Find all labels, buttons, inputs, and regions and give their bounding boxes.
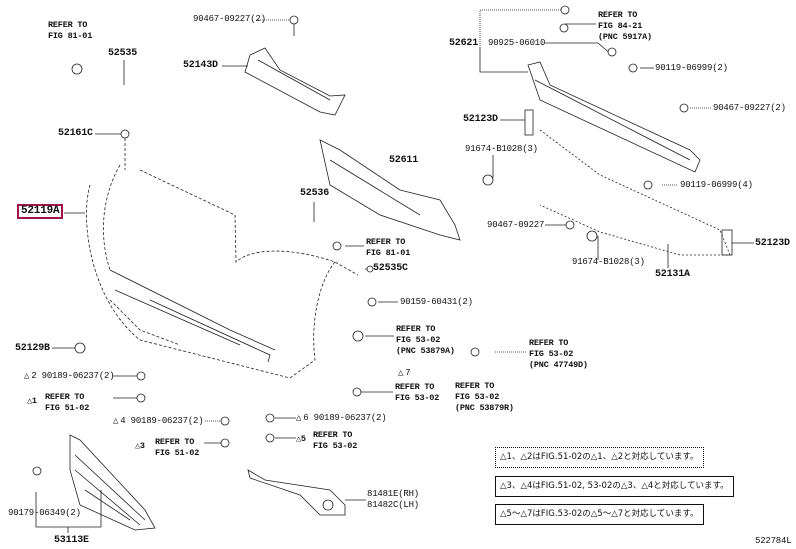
ref-line: FIG 51-02 — [45, 403, 90, 413]
triangle-icon: △ — [24, 371, 30, 381]
part-90159-60431[interactable]: 90159-60431(2) — [400, 297, 473, 307]
part-90925-06010[interactable]: 90925-06010 — [488, 38, 546, 48]
part-52621[interactable]: 52621 — [449, 38, 479, 49]
part-number: 90189-06237(2) — [41, 371, 115, 381]
ref-line: FIG 84-21 — [598, 21, 643, 31]
ref-line: FIG 51-02 — [155, 448, 200, 458]
triangle-number: 4 — [120, 416, 126, 426]
triangle-icon: △ — [296, 413, 302, 423]
ref-line: (PNC 5917A) — [598, 32, 652, 42]
ref-line: FIG 53-02 — [455, 392, 500, 402]
ref-line: FIG 53-02 — [313, 441, 358, 451]
triangle-7-icon: △7 — [398, 368, 411, 378]
triangle-number: 7 — [405, 368, 411, 378]
fasteners — [32, 5, 689, 476]
part-52536[interactable]: 52536 — [300, 188, 330, 199]
part-81481E-81482C[interactable]: 81481E(RH)81482C(LH) — [367, 489, 419, 511]
part-90189-06237-t4[interactable]: △4 90189-06237(2) — [113, 416, 204, 427]
part-52129B[interactable]: 52129B — [15, 343, 50, 354]
triangle-icon: △3 — [135, 441, 145, 451]
part-91674-B1028[interactable]: 91674-B1028(3) — [465, 144, 538, 154]
triangle-number: 6 — [303, 413, 309, 423]
ref-line: REFER TO — [396, 324, 436, 334]
part-90467-09227[interactable]: 90467-09227(2) — [713, 103, 786, 113]
ref-line: REFER TO — [155, 437, 195, 447]
support-52131A — [539, 129, 731, 256]
reinforcement-52621 — [527, 61, 701, 173]
leader-lines — [35, 9, 754, 533]
part-90467-09227[interactable]: 90467-09227 — [487, 220, 545, 230]
note-box: △3、△4はFIG.51-02, 53-02の△3、△4と対応しています。 — [495, 476, 734, 497]
part-52611[interactable]: 52611 — [389, 155, 419, 166]
diagram-id: 522784L — [755, 536, 792, 546]
ref-line: REFER TO — [45, 392, 85, 402]
part-52131A[interactable]: 52131A — [655, 269, 690, 280]
part-91674-B1028[interactable]: 91674-B1028(3) — [572, 257, 645, 267]
ref-line: (PNC 47749D) — [529, 360, 588, 370]
absorber-52611 — [319, 139, 461, 241]
ref-line: REFER TO — [48, 20, 88, 30]
part-52123D[interactable]: 52123D — [463, 114, 498, 125]
ref-line: (PNC 53879A) — [396, 346, 455, 356]
ref-line: REFER TO — [598, 10, 638, 20]
part-52119A-highlighted[interactable]: 52119A — [17, 204, 64, 219]
triangle-icon: △1 — [27, 396, 37, 406]
part-number: 90189-06237(2) — [313, 413, 387, 423]
garnish-81481E — [247, 469, 346, 516]
ref-line: (PNC 53879R) — [455, 403, 514, 413]
part-90467-09227[interactable]: 90467-09227(2) — [193, 14, 266, 24]
triangle-icon: △5 — [296, 434, 306, 444]
ref-line: REFER TO — [366, 237, 406, 247]
ref-line: FIG 81-01 — [48, 31, 93, 41]
ref-line: REFER TO — [313, 430, 353, 440]
note-box: △5～△7はFIG.53-02の△5～△7と対応しています。 — [495, 504, 704, 525]
reinforcement-52143D — [244, 47, 346, 116]
bumper-grille-lines — [109, 269, 276, 363]
part-52535C[interactable]: 52535C — [373, 263, 408, 274]
ref-line: FIG 81-01 — [366, 248, 411, 258]
part-52123D[interactable]: 52123D — [755, 238, 790, 249]
part-90189-06237-t6[interactable]: △6 90189-06237(2) — [296, 413, 387, 424]
bracket-52123D — [524, 109, 733, 256]
part-52143D[interactable]: 52143D — [183, 60, 218, 71]
part-90179-06349[interactable]: 90179-06349(2) — [8, 508, 81, 518]
ref-line: REFER TO — [395, 382, 435, 392]
grille-53113E — [69, 434, 156, 531]
ref-line: REFER TO — [529, 338, 569, 348]
triangle-number: 2 — [31, 371, 37, 381]
part-number: 81481E(RH) — [367, 489, 420, 499]
part-53113E[interactable]: 53113E — [54, 535, 89, 546]
ref-line: FIG 53-02 — [529, 349, 574, 359]
bumper-cover-outline — [86, 164, 359, 379]
part-number: 90189-06237(2) — [130, 416, 204, 426]
ref-line: REFER TO — [455, 381, 495, 391]
ref-line: FIG 53-02 — [395, 393, 440, 403]
ref-line: FIG 53-02 — [396, 335, 441, 345]
part-90119-06999-2[interactable]: 90119-06999(2) — [655, 63, 728, 73]
part-90189-06237-t2[interactable]: △2 90189-06237(2) — [24, 371, 115, 382]
note-box: △1、△2はFIG.51-02の△1、△2と対応しています。 — [495, 447, 704, 468]
part-number: 81482C(LH) — [367, 500, 420, 510]
part-52161C[interactable]: 52161C — [58, 128, 93, 139]
part-52535[interactable]: 52535 — [108, 48, 138, 59]
triangle-icon: △ — [113, 416, 119, 426]
part-90119-06999-4[interactable]: 90119-06999(4) — [680, 180, 753, 190]
